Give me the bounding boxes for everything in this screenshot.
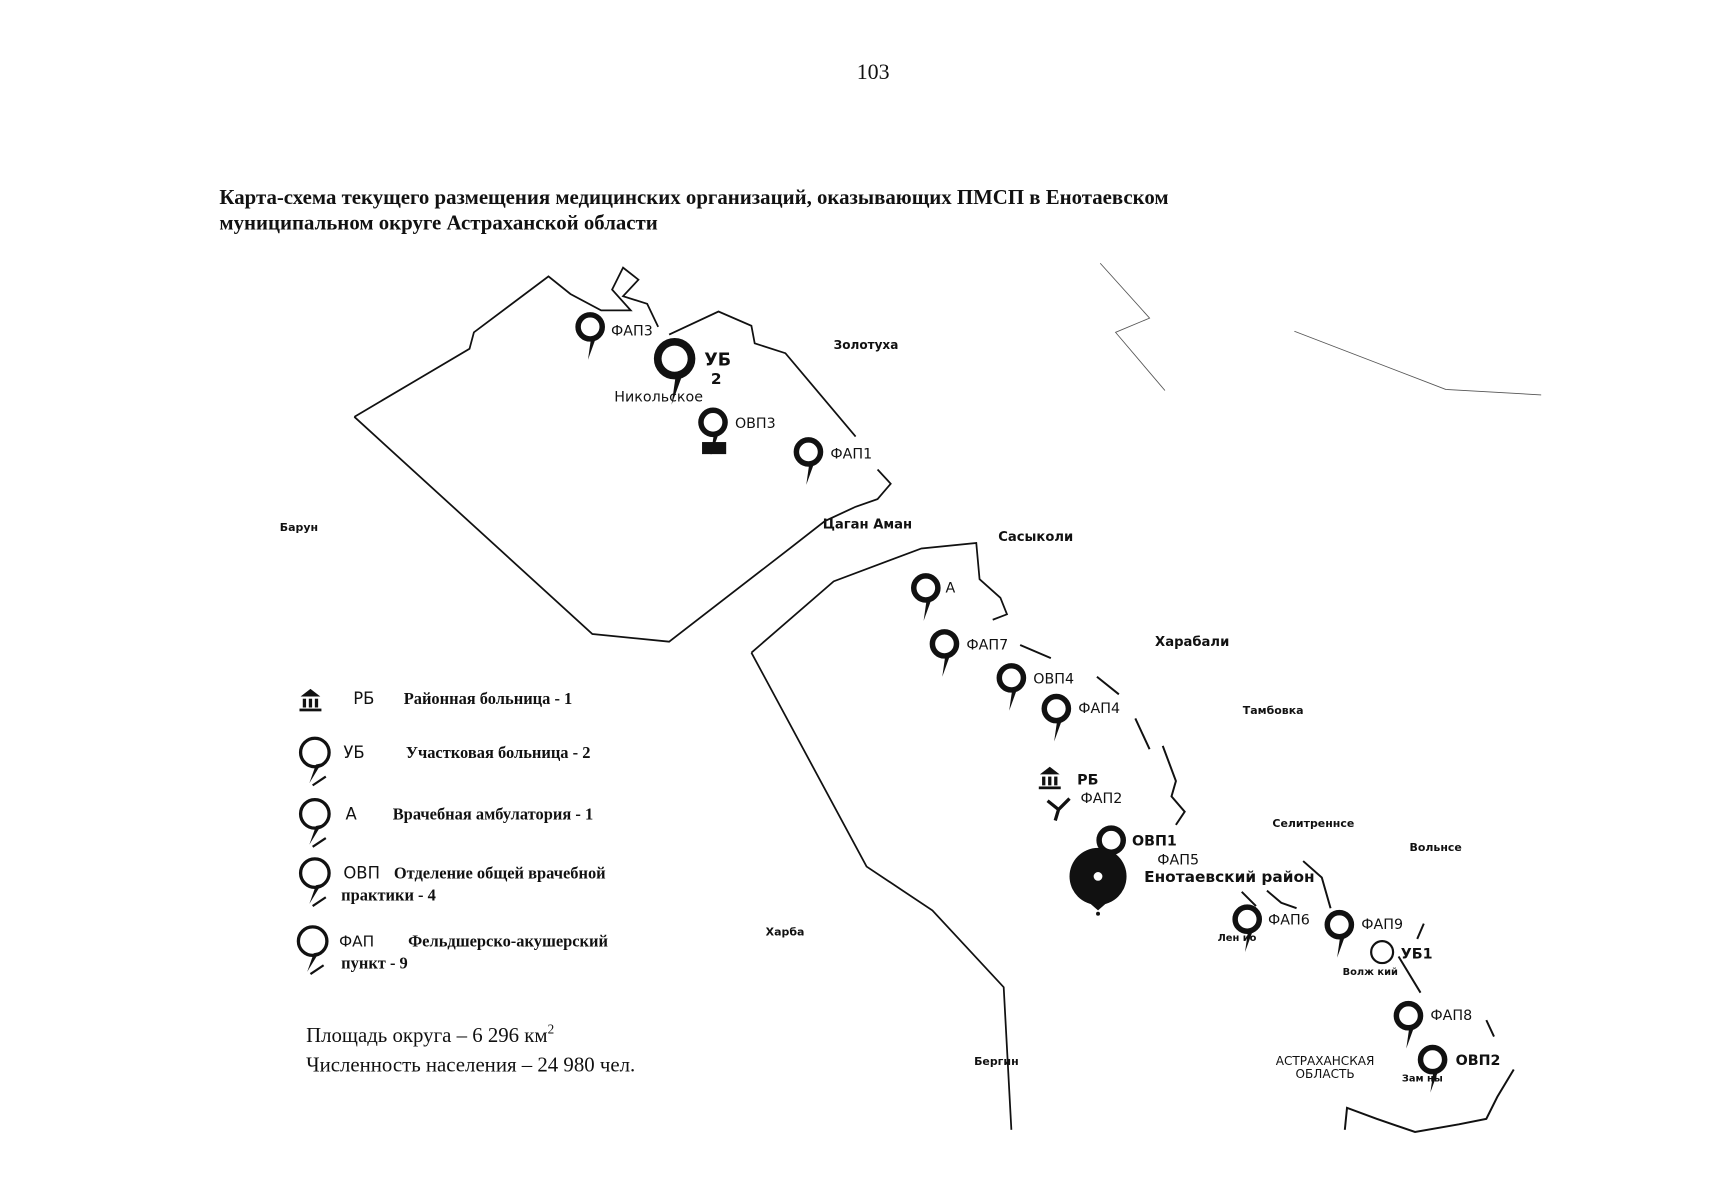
legend-code-a: А [346,804,358,823]
map-pin-icon [298,797,331,849]
facility-rb[interactable]: РБ [1077,772,1098,788]
facility-fap6[interactable]: ФАП6 [1268,913,1310,929]
place-lenino: Лен ио [1218,933,1257,944]
legend-code-fap: ФАП [339,933,374,951]
legend-code-ub: УБ [343,743,364,762]
legend-text-fap: Фельдшерско-акушерский [408,932,608,951]
legend-code-ovp: ОВП [343,864,380,883]
hospital-building-icon [299,688,322,712]
legend-text-fap-2: пункт - 9 [341,954,408,973]
place-sasykoli: Сасыколи [998,530,1073,545]
place-zolotukha: Золотуха [834,338,899,352]
area-stat: Площадь округа – 6 296 км2 [306,1021,554,1047]
facility-fap5[interactable]: ФАП5 [1157,852,1199,868]
place-selitrennoe: Селитреннсе [1272,817,1354,830]
place-tsagan-aman: Цаган Аман [823,518,912,533]
facility-fap1[interactable]: ФАП1 [830,447,872,463]
map-pin-icon[interactable] [796,440,820,485]
district-label: Енотаевский район [1144,868,1315,886]
map-pin-icon [296,925,329,976]
map-pin-icon[interactable] [1327,913,1351,958]
map-pin-icon[interactable] [914,576,938,621]
district-border-south [750,542,1013,1130]
hospital-building-icon[interactable] [1038,766,1061,790]
place-bergin: Бергин [974,1055,1019,1068]
district-border-north [353,266,892,643]
legend-text-ub: Участковая больница - 2 [406,743,591,762]
map-pin-icon [298,857,331,908]
facility-ovp4[interactable]: ОВП4 [1033,671,1074,687]
district-center-marker[interactable] [1069,847,1127,916]
place-labels: Золотуха Никольское Барун Цаган Аман Сас… [280,338,1462,1085]
place-volzhsky: Волж кий [1343,967,1398,978]
map-pin-icon[interactable] [1046,797,1071,821]
map-pin-icon[interactable] [1396,1004,1420,1049]
map-pin-icon[interactable] [578,315,602,360]
map-pin-icon[interactable] [1044,697,1068,742]
facility-ovp1[interactable]: ОВП1 [1132,834,1177,850]
facility-markers: ФАП3 УБ 2 ОВП3 ФАП1 А ФАП7 ОВП4 ФАП4 РБ … [578,315,1500,1093]
place-nikolskoe: Никольское [614,389,703,405]
facility-fap2[interactable]: ФАП2 [1080,791,1122,807]
page-number: 103 [857,59,890,84]
road-segments [1019,644,1515,1134]
region-label-line1: АСТРАХАНСКАЯ [1276,1054,1375,1068]
map-pin-icon [298,736,331,788]
map-pin-icon[interactable] [1235,907,1259,952]
facility-ovp3[interactable]: ОВП3 [735,416,776,432]
map-pin-icon[interactable] [932,632,956,677]
region-label-line2: ОБЛАСТЬ [1296,1067,1355,1081]
facility-amb[interactable]: А [946,580,956,596]
facility-fap4[interactable]: ФАП4 [1078,701,1120,717]
map-legend: РБ Районная больница - 1 УБ Участковая б… [296,688,609,976]
legend-code-rb: РБ [353,689,374,708]
map-pin-icon[interactable] [999,666,1023,711]
outer-border-northeast [1099,262,1542,396]
place-volnoe: Вольнсе [1410,841,1462,854]
place-zamyany: Зам ны [1402,1074,1443,1085]
facility-fap9[interactable]: ФАП9 [1361,917,1403,933]
facility-fap7[interactable]: ФАП7 [966,637,1008,653]
district-stats: Площадь округа – 6 296 км2 Численность н… [306,1021,635,1076]
hospital-building-icon [702,442,727,455]
place-kharabali: Харабали [1155,634,1229,650]
place-kharba: Харба [766,926,805,939]
area-value: Площадь округа – 6 296 км [306,1023,548,1047]
legend-text-ovp: Отделение общей врачебной [394,864,606,883]
area-unit-sup: 2 [548,1021,555,1036]
facility-fap8[interactable]: ФАП8 [1430,1008,1472,1024]
population-stat: Численность населения – 24 980 чел. [306,1053,635,1077]
map-pin-icon[interactable] [1370,940,1395,965]
facility-fap3[interactable]: ФАП3 [611,324,653,340]
facility-ub1[interactable]: УБ1 [1401,947,1433,963]
map-title-line2: муниципальном округе Астраханской област… [219,210,657,234]
legend-text-a: Врачебная амбулатория - 1 [393,804,593,823]
place-barun: Барун [280,521,318,534]
map-pin-icon[interactable] [1421,1048,1445,1093]
facility-ub2[interactable]: УБ [704,350,731,370]
facility-ovp2[interactable]: ОВП2 [1456,1053,1501,1069]
legend-text-rb: Районная больница - 1 [404,689,573,708]
place-tambovka: Тамбовка [1243,704,1304,717]
legend-text-ovp-2: практики - 4 [341,886,436,905]
facility-ub2-count: 2 [711,370,722,388]
map-title-line1: Карта-схема текущего размещения медицинс… [219,185,1168,209]
